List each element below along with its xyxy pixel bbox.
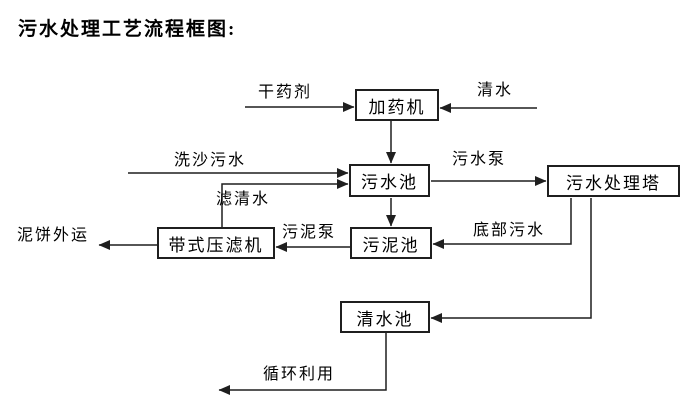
edge-label-clean-water: 清水	[477, 82, 514, 99]
edge-label-filtered-water: 滤清水	[216, 191, 271, 208]
edge-label-sludge-pump: 污泥泵	[282, 224, 337, 241]
edge-label-sand-wash: 洗沙污水	[174, 152, 247, 169]
edge-label-mud-cake-out: 泥饼外运	[17, 227, 90, 244]
node-treatment-tower: 污水处理塔	[547, 165, 680, 197]
edge-tower-to-clean-arrow	[430, 198, 592, 323]
edge-label-bottom-sewage: 底部污水	[473, 222, 546, 239]
edge-bottom-sewage-arrow	[432, 198, 572, 249]
node-dosing-machine: 加药机	[355, 89, 439, 121]
node-sewage-pool: 污水池	[349, 164, 430, 197]
node-sludge-pool: 污泥池	[350, 227, 432, 259]
edge-label-sewage-pump: 污水泵	[452, 151, 507, 168]
node-clean-water-pool: 清水池	[340, 301, 430, 333]
node-belt-filter-press: 带式压滤机	[157, 227, 275, 259]
edge-filtered-water-arrow	[221, 179, 349, 227]
diagram-title: 污水处理工艺流程框图:	[18, 19, 237, 40]
edge-label-recycle: 循环利用	[263, 366, 336, 383]
edge-label-dry-agent: 干药剂	[258, 84, 313, 101]
edge-recycle-arrow	[218, 333, 387, 395]
